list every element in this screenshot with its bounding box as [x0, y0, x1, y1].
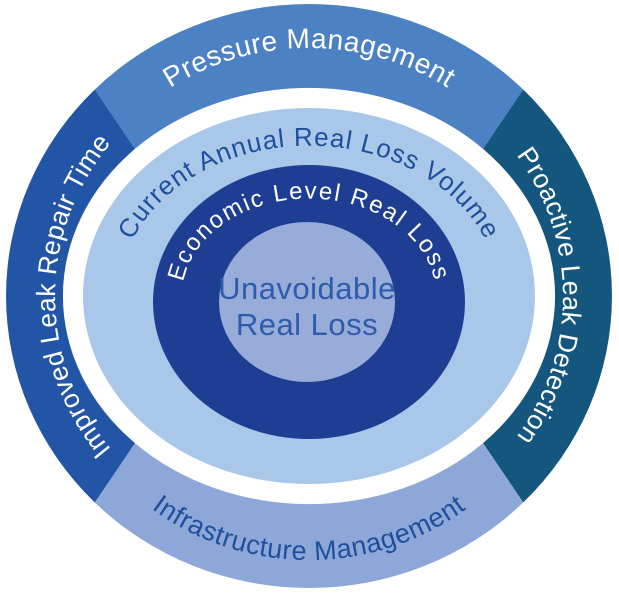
segment-arc-improved-leak-repair-time [6, 89, 135, 503]
segment-arc-pressure-management [94, 4, 524, 149]
center-label-line2: Real Loss [236, 307, 378, 342]
center-circle-unavoidable-real-loss [219, 222, 395, 382]
segment-arc-proactive-leak-detection [483, 89, 612, 503]
center-label-line1: Unavoidable [218, 271, 396, 306]
segment-arc-infrastructure-management [94, 443, 524, 588]
